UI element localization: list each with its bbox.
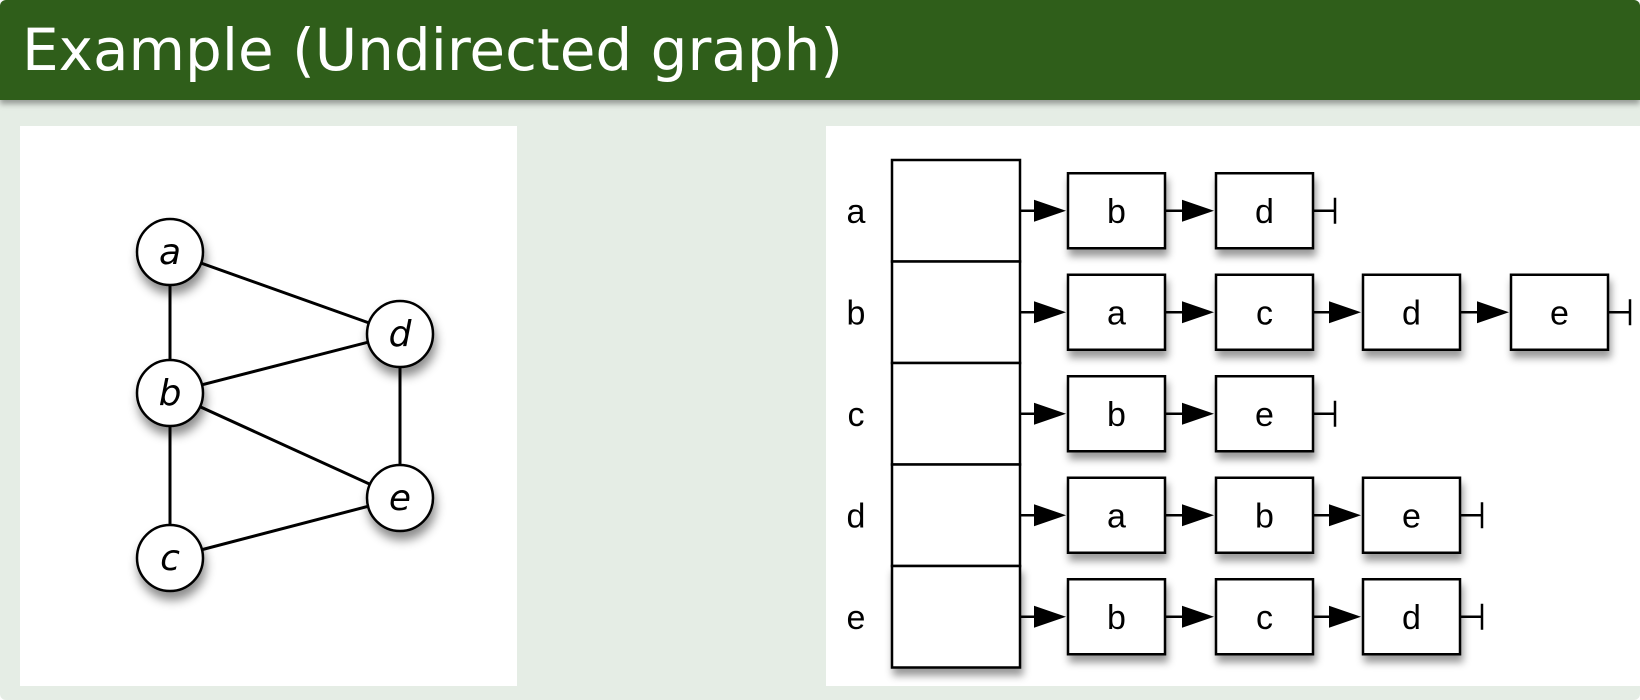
slide-title: Example (Undirected graph) (22, 16, 844, 84)
array-cell (890, 158, 1022, 263)
list-node-label: d (1255, 193, 1274, 231)
node-e: e (365, 463, 435, 533)
list-node-label: b (1255, 497, 1274, 535)
list-node (1214, 375, 1315, 453)
node-circle (365, 463, 435, 533)
list-node (1214, 578, 1315, 656)
edge-a-d (169, 250, 401, 336)
list-node-label: b (1107, 193, 1126, 231)
list-node-label: b (1107, 396, 1126, 434)
list-node-label: e (1255, 396, 1274, 434)
node-label: e (389, 478, 411, 519)
list-node (1361, 476, 1462, 554)
node-circle (365, 299, 435, 369)
array-cell (890, 564, 1022, 669)
node-label: d (389, 314, 413, 355)
pointer-arrowhead (1182, 504, 1214, 527)
list-node-label: e (1550, 294, 1569, 332)
pointer-arrowhead (1182, 402, 1214, 425)
list-node-label: d (1402, 294, 1421, 332)
list-node (1066, 375, 1167, 453)
list-node-label: d (1402, 599, 1421, 637)
list-node (1066, 476, 1167, 554)
vertex-label: c (848, 396, 865, 434)
pointer-arrowhead (1329, 605, 1361, 628)
array-cell (890, 361, 1022, 466)
pointer-arrowhead (1477, 301, 1509, 324)
pointer-arrowhead (1034, 605, 1066, 628)
list-node (1066, 172, 1167, 250)
list-node (1361, 273, 1462, 351)
adjacency-list-diagram: a b d b a c d e c b e d a b e e b c d (847, 158, 1632, 669)
node-b: b (135, 358, 205, 428)
undirected-graph: a b c d e (135, 217, 435, 593)
edge-b-e (169, 391, 401, 500)
pointer-arrowhead (1182, 199, 1214, 222)
list-node (1066, 578, 1167, 656)
vertex-label: a (847, 193, 866, 231)
array-cell (890, 260, 1022, 365)
list-node-label: b (1107, 599, 1126, 637)
list-node (1066, 273, 1167, 351)
vertex-label: b (847, 294, 866, 332)
pointer-arrowhead (1182, 605, 1214, 628)
pointer-arrowhead (1182, 301, 1214, 324)
node-d: d (365, 299, 435, 369)
pointer-arrowhead (1329, 504, 1361, 527)
pointer-arrowhead (1329, 301, 1361, 324)
graph-diagram-panel: a b c d e (20, 126, 517, 686)
edge-c-e (169, 496, 401, 560)
array-cell (890, 463, 1022, 568)
list-node-label: c (1256, 294, 1273, 332)
list-node-label: c (1256, 599, 1273, 637)
pointer-arrowhead (1034, 301, 1066, 324)
list-node-label: a (1107, 294, 1126, 332)
pointer-arrowhead (1034, 402, 1066, 425)
node-label: c (160, 538, 180, 579)
node-circle (135, 523, 205, 593)
slide-title-bar: Example (Undirected graph) (0, 0, 1640, 100)
edge-b-d (169, 332, 401, 395)
pointer-arrowhead (1034, 504, 1066, 527)
vertex-label: d (847, 497, 866, 535)
list-node (1214, 273, 1315, 351)
list-node (1214, 172, 1315, 250)
list-node-label: e (1402, 497, 1421, 535)
node-c: c (135, 523, 205, 593)
pointer-arrowhead (1034, 199, 1066, 222)
node-a: a (135, 217, 205, 287)
node-label: b (159, 373, 182, 414)
node-circle (135, 217, 205, 287)
node-label: a (159, 232, 181, 273)
list-node (1509, 273, 1610, 351)
adjacency-list-panel: a b d b a c d e c b e d a b e e b c d (826, 126, 1640, 686)
vertex-label: e (847, 599, 866, 637)
list-node-label: a (1107, 497, 1126, 535)
list-node (1214, 476, 1315, 554)
node-circle (135, 358, 205, 428)
